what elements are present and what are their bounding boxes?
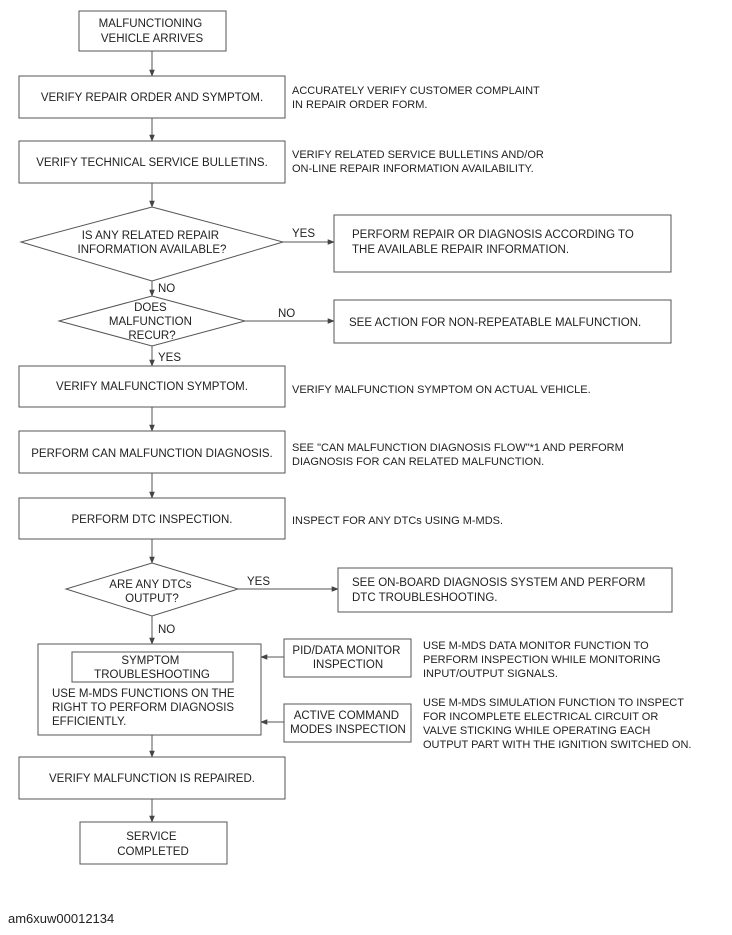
dtc-decision [64, 562, 240, 617]
obd-box [337, 567, 673, 613]
shapes [18, 10, 673, 865]
label-no-recur: NO [278, 308, 295, 320]
non-repeatable-box [333, 299, 672, 344]
edge-labels: YES NO NO YES YES NO [158, 228, 315, 636]
active-cmd-box [283, 703, 412, 743]
connectors [149, 51, 339, 823]
node-obd: SEE ON-BOARD DIAGNOSIS SYSTEM AND PERFOR… [352, 577, 649, 604]
node-perform-repair: PERFORM REPAIR OR DIAGNOSIS ACCORDING TO… [352, 229, 637, 256]
verify-symptom-box [18, 365, 286, 408]
node-dtc-insp: PERFORM DTC INSPECTION. [71, 514, 232, 526]
node-mmds-functions: USE M-MDS FUNCTIONS ON THE RIGHT TO PERF… [52, 688, 238, 728]
node-completed: SERVICE COMPLETED [117, 831, 189, 858]
perform-repair-box [333, 214, 672, 273]
symptom-ts-box [71, 651, 234, 683]
node-verify-ro: VERIFY REPAIR ORDER AND SYMPTOM. [41, 92, 263, 104]
can-diag-box [18, 430, 286, 474]
dtc-insp-box [18, 497, 286, 540]
recur-decision [57, 295, 247, 347]
node-verify-repaired: VERIFY MALFUNCTION IS REPAIRED. [49, 773, 255, 785]
node-verify-symptom: VERIFY MALFUNCTION SYMPTOM. [56, 381, 248, 393]
node-repair-info-q: IS ANY RELATED REPAIR INFORMATION AVAILA… [78, 230, 227, 256]
verify-tsb-box [18, 140, 286, 184]
note-active: USE M-MDS SIMULATION FUNCTION TO INSPECT… [423, 697, 692, 751]
label-no-dtc: NO [158, 624, 175, 636]
repair-info-decision [19, 206, 285, 282]
note-pid: USE M-MDS DATA MONITOR FUNCTION TO PERFO… [423, 640, 664, 680]
label-no-repair: NO [158, 283, 175, 295]
flowchart: MALFUNCTIONING VEHICLE ARRIVES VERIFY RE… [18, 10, 692, 865]
node-texts: MALFUNCTIONING VEHICLE ARRIVES VERIFY RE… [31, 18, 649, 858]
verify-repaired-box [18, 756, 286, 800]
note-can: SEE "CAN MALFUNCTION DIAGNOSIS FLOW"*1 A… [292, 442, 627, 468]
node-pid: PID/DATA MONITOR INSPECTION [292, 645, 403, 671]
image-id-caption: am6xuw00012134 [8, 911, 115, 926]
node-verify-tsb: VERIFY TECHNICAL SERVICE BULLETINS. [36, 157, 268, 169]
node-can-diag: PERFORM CAN MALFUNCTION DIAGNOSIS. [31, 448, 273, 460]
note-tsb: VERIFY RELATED SERVICE BULLETINS AND/OR … [292, 149, 547, 175]
verify-ro-box [18, 75, 286, 119]
node-arrive: MALFUNCTIONING VEHICLE ARRIVES [99, 18, 206, 45]
completed-box [79, 821, 228, 865]
label-yes-recur: YES [158, 352, 181, 364]
node-non-repeatable: SEE ACTION FOR NON-REPEATABLE MALFUNCTIO… [349, 317, 641, 329]
side-notes: ACCURATELY VERIFY CUSTOMER COMPLAINT IN … [292, 85, 692, 751]
node-recur-q: DOES MALFUNCTION RECUR? [109, 302, 195, 342]
node-active-cmd: ACTIVE COMMAND MODES INSPECTION [290, 710, 406, 736]
note-symptom: VERIFY MALFUNCTION SYMPTOM ON ACTUAL VEH… [292, 384, 591, 396]
arrive-box [78, 10, 227, 52]
label-yes-repair: YES [292, 228, 315, 240]
node-symptom-ts: SYMPTOM TROUBLESHOOTING [94, 655, 210, 681]
label-yes-dtc: YES [247, 576, 270, 588]
node-dtc-q: ARE ANY DTCs OUTPUT? [109, 579, 194, 605]
pid-box [283, 638, 412, 678]
note-ro: ACCURATELY VERIFY CUSTOMER COMPLAINT IN … [292, 85, 543, 111]
note-dtc: INSPECT FOR ANY DTCs USING M-MDS. [292, 515, 503, 527]
